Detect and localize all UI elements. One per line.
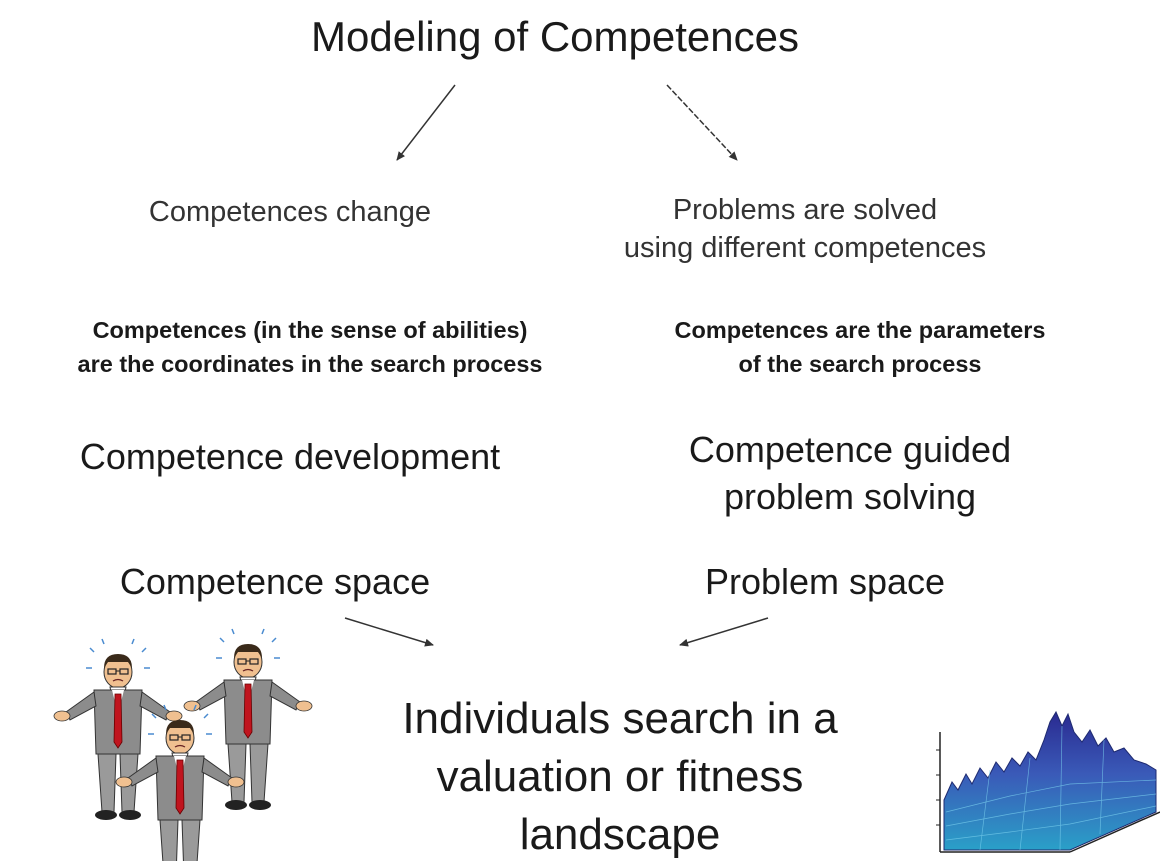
individuals-search-line-1: Individuals search in a	[402, 694, 838, 743]
competences-coordinates-text: Competences (in the sense of abilities) …	[5, 313, 615, 381]
individuals-search-text: Individuals search in a valuation or fit…	[360, 690, 880, 864]
problems-solved-line-2: using different competences	[623, 231, 987, 264]
arrow-title-to-right	[666, 84, 738, 161]
competence-space-label: Competence space	[119, 561, 431, 602]
diagram-title: Modeling of Competences	[311, 13, 799, 60]
arrow-problem-space-to-center	[679, 617, 769, 647]
individuals-search-line-3: landscape	[519, 810, 721, 860]
problems-solved-line-1: Problems are solved	[672, 194, 938, 226]
arrow-title-to-left	[396, 84, 456, 161]
competences-parameters-line-2: of the search process	[738, 351, 982, 378]
competence-guided-line-2: problem solving	[723, 475, 977, 517]
arrow-competence-space-to-center	[344, 617, 434, 647]
competences-change-label: Competences change	[148, 196, 432, 228]
competence-guided-line-1: Competence guided	[688, 429, 1012, 470]
competence-guided-problem-solving-label: Competence guided problem solving	[640, 427, 1060, 521]
competences-parameters-line-1: Competences are the parameters	[674, 317, 1046, 343]
problems-solved-text: Problems are solved using different comp…	[585, 192, 1025, 267]
competences-coordinates-line-1: Competences (in the sense of abilities)	[92, 317, 528, 343]
individuals-search-line-2: valuation or fitness	[436, 752, 804, 802]
problem-space-label: Problem space	[704, 561, 946, 602]
competences-coordinates-line-2: are the coordinates in the search proces…	[77, 351, 543, 378]
competence-development-label: Competence development	[79, 436, 501, 477]
competences-parameters-text: Competences are the parameters of the se…	[615, 313, 1105, 381]
